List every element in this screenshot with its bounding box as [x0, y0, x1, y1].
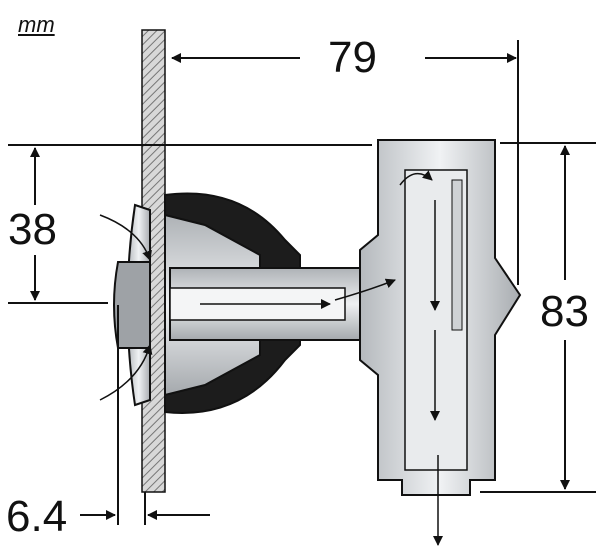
front-cap [113, 261, 151, 349]
dimension-lines [8, 40, 596, 525]
dimension-upper-height: 38 [8, 205, 57, 254]
dimension-depth: 79 [328, 33, 377, 82]
dimension-total-height: 83 [540, 287, 589, 336]
unit-label: mm [18, 12, 55, 37]
dimension-flange-thickness: 6.4 [6, 492, 68, 541]
flow-arrows [99, 170, 443, 546]
